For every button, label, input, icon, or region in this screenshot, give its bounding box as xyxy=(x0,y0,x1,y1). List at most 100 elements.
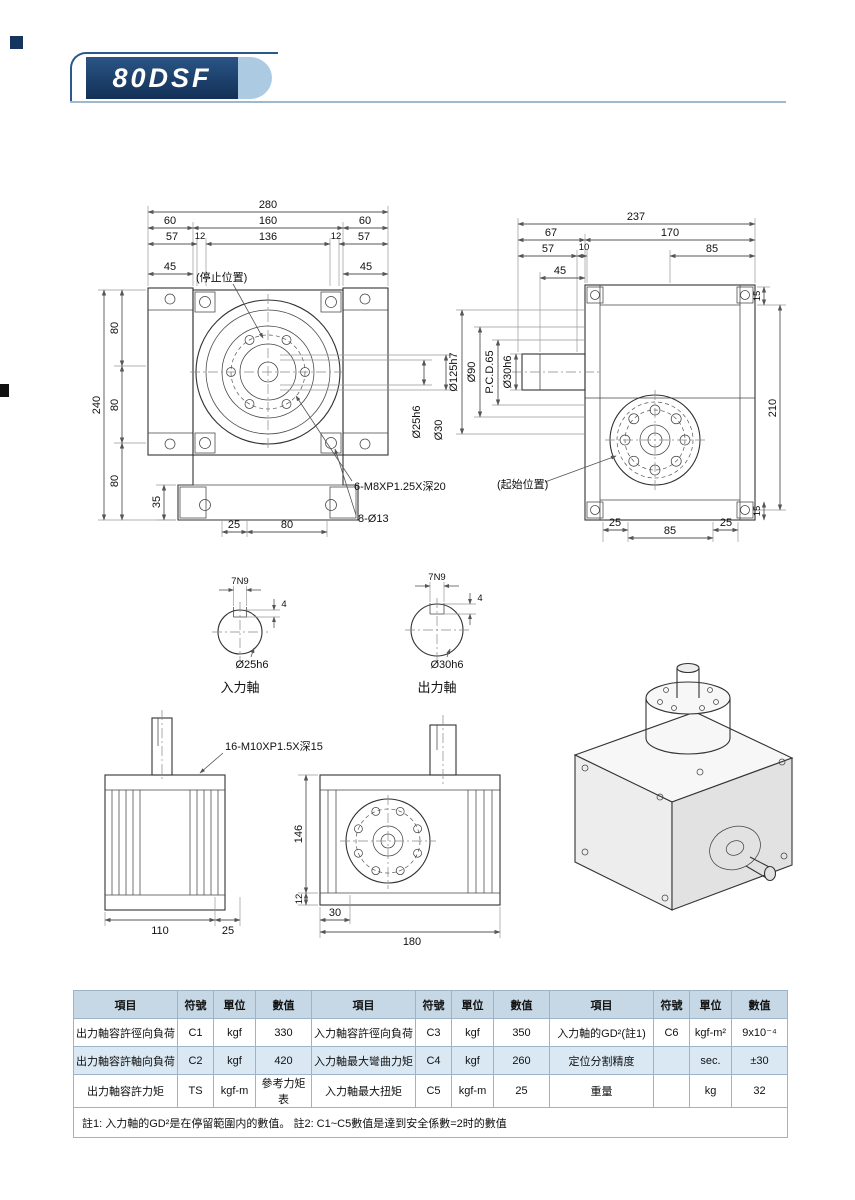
banner-outline xyxy=(70,52,278,103)
spec-cell: C5 xyxy=(415,1074,452,1108)
spec-header-cell: 數值 xyxy=(493,990,550,1019)
spec-cell: 420 xyxy=(255,1046,312,1075)
dim-146: 146 xyxy=(293,825,305,843)
dim-12-left: 12 xyxy=(195,231,206,242)
spec-row-3: 出力軸容許力矩 TS kgf-m 參考力矩表 入力軸最大扭矩 C5 kgf-m … xyxy=(73,1074,788,1108)
dim-35: 35 xyxy=(151,496,163,508)
technical-drawing: 280 60 160 60 57 12 136 12 57 45 45 (停止位… xyxy=(91,199,794,948)
spec-header-cell: 數值 xyxy=(255,990,312,1019)
spec-header-cell: 符號 xyxy=(415,990,452,1019)
spec-row-2: 出力軸容許軸向負荷 C2 kgf 420 入力軸最大彎曲力矩 C4 kgf 26… xyxy=(73,1046,788,1075)
label-pilot-dia: Ø90 xyxy=(466,362,478,383)
corner-mark xyxy=(10,36,23,49)
spec-cell: C3 xyxy=(415,1018,452,1047)
spec-header-cell: 符號 xyxy=(653,990,690,1019)
dim-57-left: 57 xyxy=(166,231,178,243)
stop-position-label: (停止位置) xyxy=(196,270,247,284)
spec-cell: kgf-m² xyxy=(689,1018,732,1047)
spec-cell: C6 xyxy=(653,1018,690,1047)
side-elevation-drawing: 16-M10XP1.5X深15 110 25 xyxy=(104,710,323,937)
dim-12: 12 xyxy=(294,894,305,905)
dim-80-mid: 80 xyxy=(109,399,121,411)
dim-25-bottom: 25 xyxy=(228,519,240,531)
dim-25-right: 25 xyxy=(720,517,732,529)
spec-cell: kgf xyxy=(213,1018,256,1047)
spec-cell: C4 xyxy=(415,1046,452,1075)
dim-110: 110 xyxy=(151,925,169,937)
dim-180: 180 xyxy=(403,936,421,948)
dim-80-top: 80 xyxy=(109,322,121,334)
dim-57-right: 57 xyxy=(358,231,370,243)
model-banner: 80DSF xyxy=(86,57,238,99)
dim-85-top: 85 xyxy=(706,243,718,255)
front-view-drawing: 280 60 160 60 57 12 136 12 57 45 45 (停止位… xyxy=(91,199,452,537)
output-shaft-caption: 出力軸 xyxy=(417,680,456,695)
spec-cell: kg xyxy=(689,1074,732,1108)
front-elevation-drawing: 146 12 30 180 xyxy=(293,715,501,948)
spec-cell: 出力軸容許軸向負荷 xyxy=(73,1046,178,1075)
spec-cell: kgf-m xyxy=(451,1074,494,1108)
label-shaft-dia-30h6: Ø30h6 xyxy=(502,355,514,388)
spec-cell: kgf xyxy=(451,1046,494,1075)
input-key-width: 7N9 xyxy=(231,576,248,587)
output-key-width: 7N9 xyxy=(428,572,445,583)
dim-57: 57 xyxy=(542,243,554,255)
spec-cell: C1 xyxy=(177,1018,214,1047)
dim-45-right: 45 xyxy=(360,261,372,273)
dim-240: 240 xyxy=(91,396,103,414)
isometric-view-drawing xyxy=(573,662,794,911)
dim-210: 210 xyxy=(767,399,779,417)
spec-cell: kgf xyxy=(451,1018,494,1047)
spec-cell: kgf xyxy=(213,1046,256,1075)
spec-cell: 參考力矩表 xyxy=(255,1074,312,1108)
dim-160: 160 xyxy=(259,215,277,227)
header-rule xyxy=(70,101,786,103)
spec-cell: ±30 xyxy=(731,1046,788,1075)
output-shaft-dia: Ø30h6 xyxy=(430,659,463,671)
dim-80-bot: 80 xyxy=(109,475,121,487)
label-bore-dia-30: Ø30 xyxy=(433,420,445,441)
input-shaft-section: 7N9 4 Ø25h6 入力軸 xyxy=(212,576,287,695)
spec-header-cell: 符號 xyxy=(177,990,214,1019)
spec-cell: 定位分割精度 xyxy=(549,1046,654,1075)
spec-cell: 重量 xyxy=(549,1074,654,1108)
spec-note-row: 註1: 入力軸的GD²是在停留範圍内的數值。 註2: C1~C5數值是達到安全係… xyxy=(73,1107,788,1138)
spec-cell: 9x10⁻⁴ xyxy=(731,1018,788,1047)
label-tapped-16: 16-M10XP1.5X深15 xyxy=(225,740,323,753)
spec-header-cell: 單位 xyxy=(689,990,732,1019)
dim-60-left: 60 xyxy=(164,215,176,227)
spec-cell xyxy=(653,1074,690,1108)
spec-header-cell: 項目 xyxy=(73,990,178,1019)
dim-45-left: 45 xyxy=(164,261,176,273)
spec-cell: 入力軸最大彎曲力矩 xyxy=(311,1046,416,1075)
label-through-holes: 8-Ø13 xyxy=(358,513,389,525)
spec-header-cell: 項目 xyxy=(549,990,654,1019)
dim-60-right: 60 xyxy=(359,215,371,227)
dim-170: 170 xyxy=(661,227,679,239)
dim-136: 136 xyxy=(259,231,277,243)
dim-12-right: 12 xyxy=(331,231,342,242)
input-key-depth: 4 xyxy=(281,599,286,610)
spec-cell: 350 xyxy=(493,1018,550,1047)
spec-header-row: 項目 符號 單位 數值 項目 符號 單位 數值 項目 符號 單位 數值 xyxy=(73,990,788,1019)
spec-header-cell: 單位 xyxy=(451,990,494,1019)
spec-note: 註1: 入力軸的GD²是在停留範圍内的數值。 註2: C1~C5數值是達到安全係… xyxy=(73,1107,788,1138)
spec-header-cell: 項目 xyxy=(311,990,416,1019)
output-key-depth: 4 xyxy=(477,593,482,604)
spec-header-cell: 單位 xyxy=(213,990,256,1019)
spec-cell: kgf-m xyxy=(213,1074,256,1108)
input-shaft-dia: Ø25h6 xyxy=(235,659,268,671)
dim-30: 30 xyxy=(329,907,341,919)
spec-row-1: 出力軸容許徑向負荷 C1 kgf 330 入力軸容許徑向負荷 C3 kgf 35… xyxy=(73,1018,788,1047)
dim-80-bottom: 80 xyxy=(281,519,293,531)
spec-cell: sec. xyxy=(689,1046,732,1075)
spec-table: 項目 符號 單位 數值 項目 符號 單位 數值 項目 符號 單位 數值 出力軸容… xyxy=(73,990,788,1138)
dim-67: 67 xyxy=(545,227,557,239)
spec-cell: 32 xyxy=(731,1074,788,1108)
spec-cell: 入力軸最大扭矩 xyxy=(311,1074,416,1108)
dim-45-side: 45 xyxy=(554,265,566,277)
label-shaft-dia-25h6: Ø25h6 xyxy=(411,405,423,438)
spec-cell: 入力軸的GD²(註1) xyxy=(549,1018,654,1047)
dim-25-flange: 25 xyxy=(222,925,234,937)
